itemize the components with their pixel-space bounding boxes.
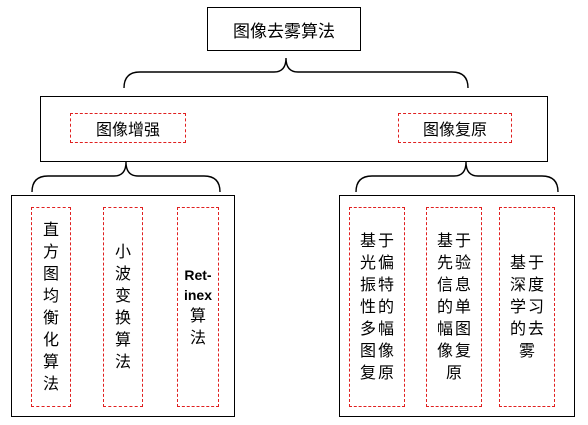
label-glyph: 幅 <box>436 319 453 338</box>
label-glyph: 变 <box>114 286 131 305</box>
label-glyph: 衡 <box>42 308 59 327</box>
label-glyph: 原 <box>377 363 394 382</box>
method-wavelet-transform: 小波变换算法 <box>103 207 143 407</box>
category-image-enhancement: 图像增强 <box>70 113 186 143</box>
label-glyph: 法 <box>114 352 131 371</box>
label-glyph: 像 <box>377 341 394 360</box>
label-glyph: 像 <box>436 341 453 360</box>
label-glyph: 振 <box>359 275 376 294</box>
method-prior-single-image-label: 基于先验信息的单幅图像复原 <box>436 230 472 384</box>
label-glyph: 方 <box>42 242 59 261</box>
label-glyph: 换 <box>114 308 131 327</box>
label-glyph: 学 <box>509 297 526 316</box>
method-histogram-equalization-label: 直方图均衡化算法 <box>43 219 60 395</box>
brace-restoration-to-methods <box>355 161 559 193</box>
label-glyph: 幅 <box>377 319 394 338</box>
method-wavelet-transform-label: 小波变换算法 <box>115 241 132 373</box>
label-glyph: 的 <box>509 319 526 338</box>
label-glyph: 深 <box>509 275 526 294</box>
label-glyph: 息 <box>454 275 471 294</box>
label-glyph: 于 <box>527 253 544 272</box>
category-image-restoration-label: 图像复原 <box>422 120 487 139</box>
brace-enhancement-to-methods <box>31 161 221 193</box>
label-glyph: 习 <box>527 297 544 316</box>
label-glyph: 的 <box>377 297 394 316</box>
label-glyph: 雾 <box>518 341 535 360</box>
method-prior-single-image: 基于先验信息的单幅图像复原 <box>426 207 482 407</box>
label-glyph: 度 <box>527 275 544 294</box>
category-image-restoration: 图像复原 <box>398 113 512 143</box>
label-glyph: 均 <box>42 286 59 305</box>
brace-root-to-categories <box>123 57 469 89</box>
category-image-enhancement-label: 图像增强 <box>95 120 160 139</box>
label-glyph: 小 <box>114 242 131 261</box>
label-glyph: 多 <box>359 319 376 338</box>
root-node-label: 图像去雾算法 <box>233 21 335 42</box>
label-glyph: 基 <box>509 253 526 272</box>
label-glyph: 信 <box>436 275 453 294</box>
label-glyph: 波 <box>114 264 131 283</box>
label-glyph: 算 <box>42 352 59 371</box>
label-glyph: 算 <box>114 330 131 349</box>
label-glyph: 复 <box>454 341 471 360</box>
method-histogram-equalization: 直方图均衡化算法 <box>31 207 71 407</box>
method-retinex-latin-line-2: inex <box>183 287 212 303</box>
label-glyph: 图 <box>359 341 376 360</box>
method-retinex-cjk-line-2: 法 <box>189 328 206 347</box>
label-glyph: 化 <box>42 330 59 349</box>
method-polarization-multi-image-label: 基于光偏振特性的多幅图像复原 <box>359 230 395 384</box>
label-glyph: 于 <box>377 231 394 250</box>
label-glyph: 的 <box>436 297 453 316</box>
method-polarization-multi-image: 基于光偏振特性的多幅图像复原 <box>349 207 405 407</box>
method-deep-learning-dehazing-label: 基于深度学习的去雾 <box>509 252 545 362</box>
label-glyph: 原 <box>445 363 462 382</box>
label-glyph: 直 <box>42 220 59 239</box>
method-retinex-cjk-line-1: 算 <box>189 306 206 325</box>
label-glyph: 于 <box>454 231 471 250</box>
root-node: 图像去雾算法 <box>207 7 361 51</box>
label-glyph: 先 <box>436 253 453 272</box>
label-glyph: 单 <box>454 297 471 316</box>
label-glyph: 复 <box>359 363 376 382</box>
label-glyph: 光 <box>359 253 376 272</box>
label-glyph: 去 <box>527 319 544 338</box>
method-retinex-latin-line-1: Ret- <box>184 267 212 283</box>
label-glyph: 法 <box>42 374 59 393</box>
label-glyph: 特 <box>377 275 394 294</box>
label-glyph: 图 <box>42 264 59 283</box>
method-deep-learning-dehazing: 基于深度学习的去雾 <box>499 207 555 407</box>
method-retinex: Ret- inex 算 法 <box>177 207 219 407</box>
label-glyph: 图 <box>454 319 471 338</box>
label-glyph: 基 <box>359 231 376 250</box>
label-glyph: 基 <box>436 231 453 250</box>
label-glyph: 偏 <box>377 253 394 272</box>
label-glyph: 性 <box>359 297 376 316</box>
method-retinex-label: Ret- inex 算 法 <box>184 265 212 349</box>
label-glyph: 验 <box>454 253 471 272</box>
